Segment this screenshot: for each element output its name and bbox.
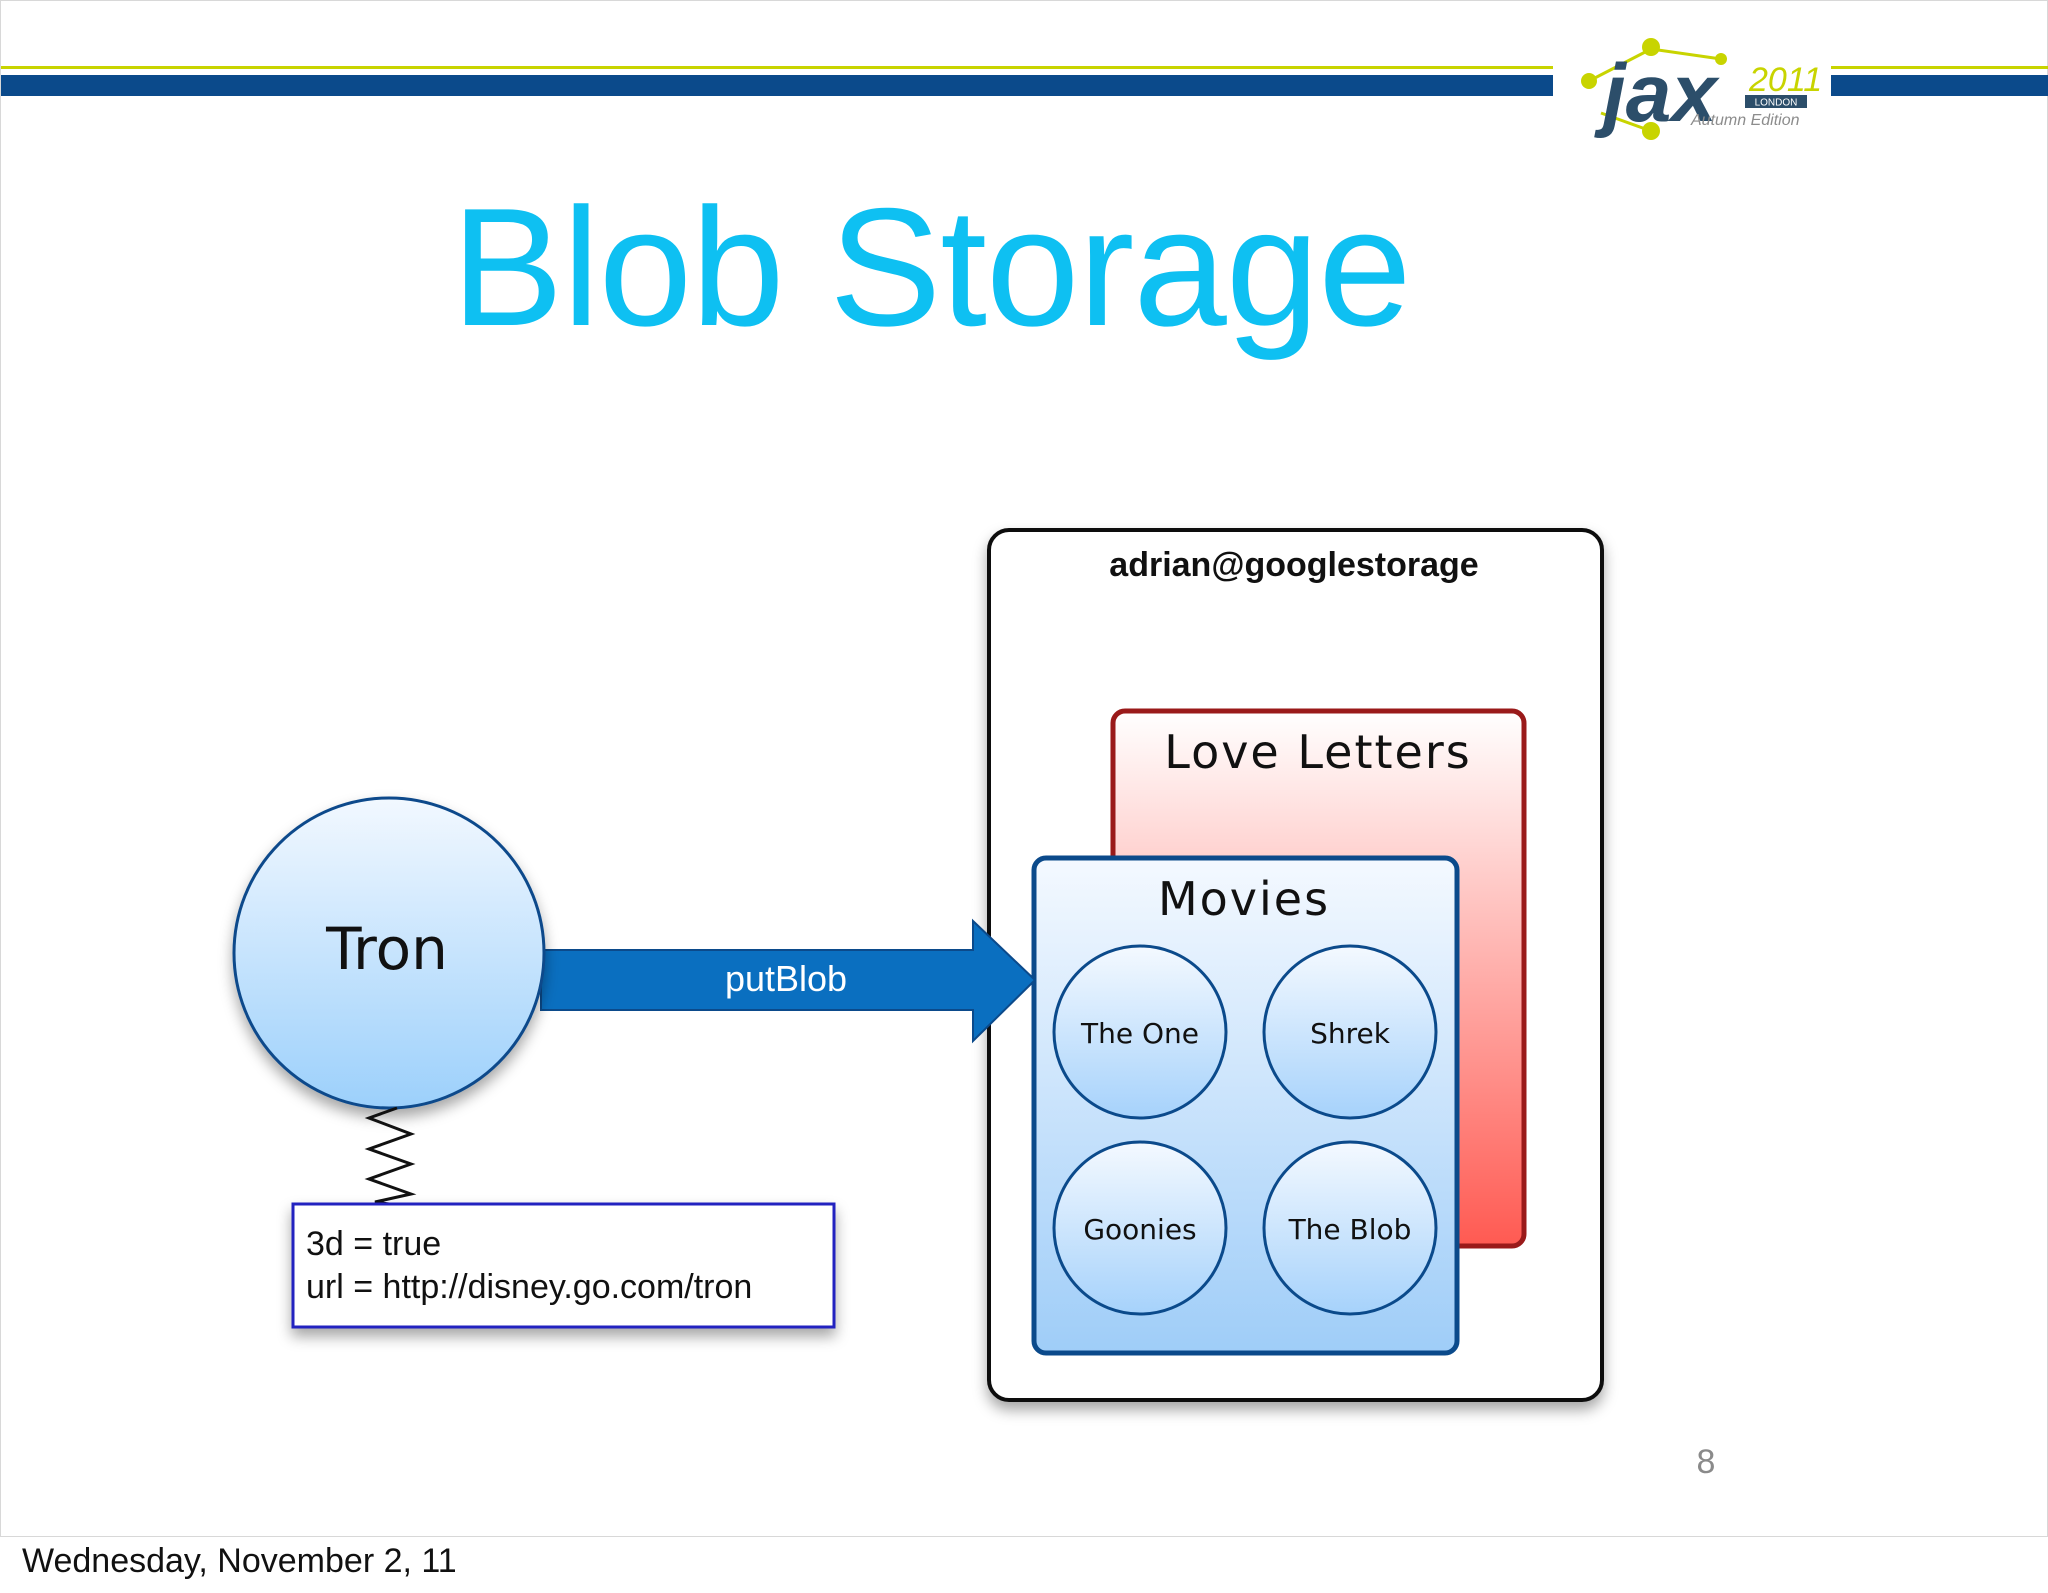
header-accent-line-left [1, 66, 1553, 69]
slide-title: Blob Storage [451, 173, 1411, 361]
put-blob-arrow: putBlob [540, 918, 1037, 1044]
logo-city-badge [1745, 95, 1807, 108]
client-tron: Tron [232, 796, 546, 1110]
header-bar-left [1, 75, 1553, 96]
blob-the-blob: The Blob [1262, 1140, 1438, 1316]
bucket-love-letters-label: Love Letters [1164, 725, 1471, 779]
page-number: 8 [1696, 1443, 1716, 1481]
blob-the-one-label: The One [1080, 1017, 1199, 1050]
header-accent-line-right [1831, 66, 2048, 69]
logo-city: LONDON [1755, 98, 1798, 109]
metadata-line-url: url = http://disney.go.com/tron [306, 1268, 752, 1306]
logo-edition: Autumn Edition [1690, 112, 1800, 129]
put-blob-label: putBlob [725, 958, 847, 999]
slide-canvas: jax 2011 LONDON Autumn Edition adrian@go… [1, 38, 2048, 1402]
bucket-movies-label: Movies [1158, 872, 1330, 926]
blob-the-blob-label: The Blob [1288, 1213, 1412, 1246]
jax-logo: jax 2011 LONDON Autumn Edition [1581, 38, 1822, 140]
metadata-line-3d: 3d = true [306, 1225, 441, 1263]
metadata-connector [364, 1106, 417, 1209]
footer-date: Wednesday, November 2, 11 [22, 1542, 457, 1580]
logo-brand: jax [1594, 48, 1720, 139]
header-bar-right [1831, 75, 2048, 96]
logo-year: 2011 [1748, 61, 1822, 99]
client-tron-label: Tron [325, 915, 448, 983]
blob-the-one: The One [1052, 944, 1228, 1120]
slide: jax 2011 LONDON Autumn Edition adrian@go… [0, 0, 2048, 1537]
account-label: adrian@googlestorage [1109, 546, 1478, 584]
blob-goonies: Goonies [1052, 1140, 1228, 1316]
blob-shrek-label: Shrek [1310, 1017, 1391, 1050]
blob-shrek: Shrek [1262, 944, 1438, 1120]
metadata-box [291, 1202, 836, 1329]
blob-goonies-label: Goonies [1083, 1213, 1196, 1246]
